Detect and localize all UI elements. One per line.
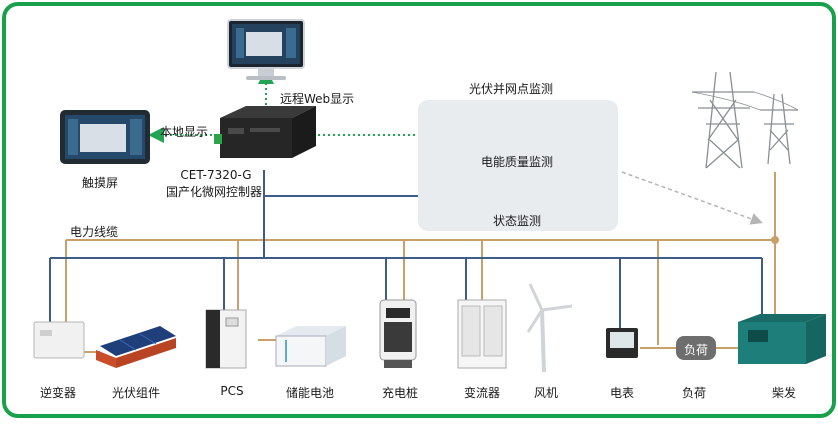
charger-device: [379, 299, 417, 368]
pv-module-device: [96, 326, 176, 368]
remote-monitor: [227, 19, 305, 80]
transmission-tower-large: [692, 71, 754, 169]
controller-name-label: 国产化微网控制器: [165, 185, 263, 199]
device-label-load: 负荷: [681, 386, 707, 400]
converter-device: [457, 299, 507, 369]
load-box: [676, 336, 716, 360]
device-label-converter: 变流器: [463, 386, 501, 400]
touchscreen-device: [60, 110, 150, 164]
controller-model-label: CET-7320-G: [180, 168, 252, 182]
device-label-battery: 储能电池: [285, 386, 335, 400]
device-label-pv-module: 光伏组件: [111, 386, 161, 400]
meter-device: [606, 328, 638, 358]
power-junction-dot: [771, 236, 779, 244]
diesel-generator-device: [738, 314, 826, 364]
device-label-diesel: 柴发: [771, 386, 797, 400]
power-cable-lines: [65, 172, 776, 353]
grid-link: [621, 171, 763, 225]
device-label-charger: 充电桩: [381, 386, 419, 400]
device-label-meter: 电表: [609, 386, 635, 400]
status-monitor-label: 状态监测: [492, 214, 542, 228]
power-cable-label: 电力线缆: [70, 225, 119, 239]
monitoring-panel: [418, 100, 618, 231]
inverter-device: [33, 321, 85, 359]
transmission-tower-small: [760, 93, 798, 165]
wind-turbine-device: [526, 283, 573, 373]
power-quality-label: 电能质量监测: [480, 155, 554, 169]
device-label-wind: 风机: [533, 386, 559, 400]
touchscreen-label: 触摸屏: [81, 176, 119, 190]
local-display-label: 本地显示: [160, 125, 209, 139]
outer-frame: [2, 2, 836, 418]
battery-device: [275, 326, 346, 367]
pv-grid-point-label: 光伏并网点监测: [468, 82, 554, 96]
controller-device: [214, 106, 316, 158]
device-label-pcs: PCS: [220, 384, 244, 398]
device-label-inverter: 逆变器: [39, 386, 77, 400]
power-line-wires: [691, 91, 799, 111]
remote-web-label: 远程Web显示: [280, 92, 355, 106]
load-box-label: 负荷: [683, 343, 709, 357]
pcs-device: [205, 309, 247, 369]
comm-bus-lines: [49, 170, 763, 330]
